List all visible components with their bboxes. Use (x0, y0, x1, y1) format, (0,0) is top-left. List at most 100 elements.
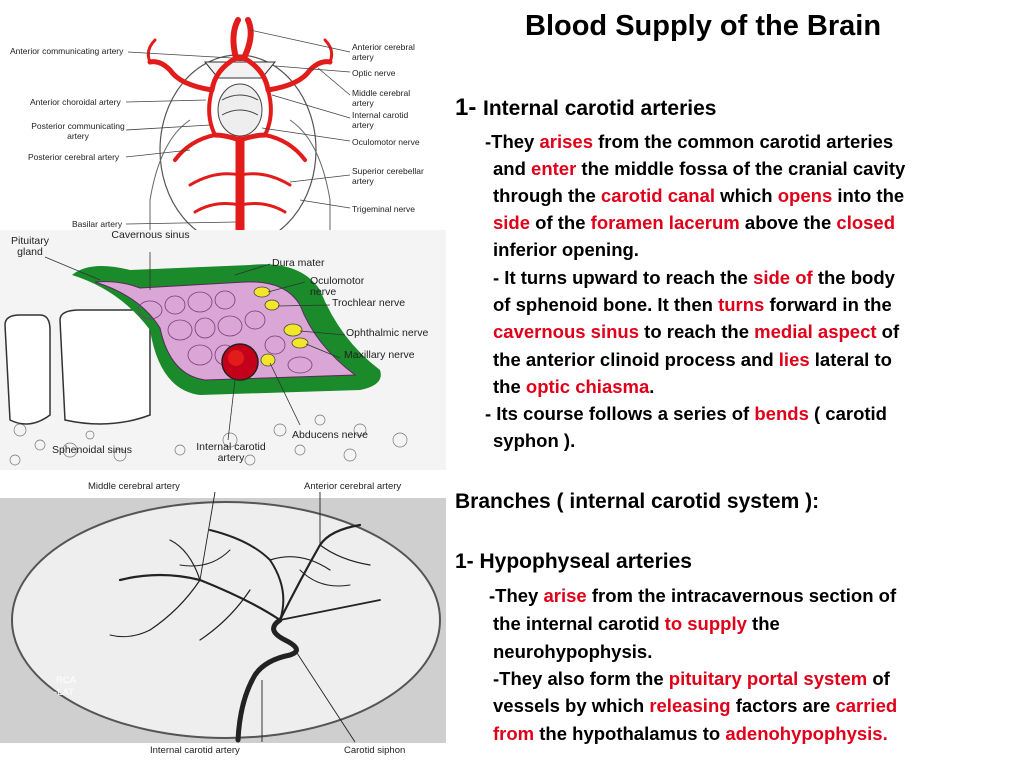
highlight: carotid canal (600, 185, 716, 206)
section-title: Internal carotid arteries (483, 97, 717, 120)
highlight: foramen lacerum (590, 212, 740, 233)
label-optic-nerve: Optic nerve (352, 68, 396, 78)
text-run: - Its course follows a series of (485, 403, 755, 424)
text-run: the (493, 376, 526, 397)
highlight: to supply (664, 613, 747, 634)
label-lat: -LAT (54, 687, 74, 698)
highlight: cavernous sinus (493, 321, 640, 342)
text-run: of (867, 668, 890, 689)
text-run: the internal carotid (493, 613, 665, 634)
text-run: which (715, 185, 778, 206)
text-line: side of the foramen lacerum above the cl… (493, 212, 895, 234)
label-cavernous-sinus: Cavernous sinus (111, 230, 190, 241)
text-line: and enter the middle fossa of the crania… (493, 158, 905, 180)
cavernous-sinus-figure: Pituitary gland Cavernous sinus Dura mat… (0, 230, 446, 470)
text-column: Blood Supply of the Brain 1- Internal ca… (455, 0, 1024, 768)
carotid-angiogram-figure: Middle cerebral artery Anterior cerebral… (0, 470, 446, 768)
text-line: syphon ). (493, 430, 576, 451)
text-line: -They also form the pituitary portal sys… (493, 668, 890, 690)
text-run: vessels by which (493, 695, 650, 716)
label-oculomotor-nerve: Oculomotor nerve (352, 137, 420, 147)
label-internal-carotid-artery: Internal carotid artery (150, 745, 240, 756)
highlight: side of (753, 267, 813, 288)
label-ophthalmic-nerve: Ophthalmic nerve (346, 327, 429, 339)
text-run: lateral to (809, 349, 892, 370)
highlight: opens (777, 185, 833, 206)
circle-of-willis-figure: Anterior communicating artery Anterior c… (0, 0, 446, 230)
text-run: from the intracavernous section of (586, 585, 897, 606)
cavernous-sinus-drawing (4, 252, 408, 466)
text-run: through the (493, 185, 601, 206)
text-run: the (746, 613, 780, 634)
text-run: into the (832, 185, 905, 206)
highlight: releasing (649, 695, 731, 716)
text-run: ( carotid (808, 403, 887, 424)
section-heading-hypophyseal: 1- Hypophyseal arteries (455, 550, 692, 573)
section-number: 1- (455, 94, 477, 121)
label-internal-carotid-artery: Internal carotid artery (352, 110, 409, 130)
label-trigeminal-nerve: Trigeminal nerve (352, 204, 415, 214)
text-line: the anterior clinoid process and lies la… (493, 349, 892, 371)
highlight: optic chiasma (525, 376, 650, 397)
text-run: -They (485, 131, 540, 152)
highlight: side (493, 212, 531, 233)
label-internal-carotid-artery: Internal carotid artery (196, 441, 266, 464)
text-line: from the hypothalamus to adenohypophysis… (493, 723, 888, 745)
label-maxillary-nerve: Maxillary nerve (344, 349, 415, 361)
highlight: turns (718, 294, 765, 315)
label-posterior-communicating-artery: Posterior communicating artery (31, 121, 125, 141)
label-anterior-communicating-artery: Anterior communicating artery (10, 46, 124, 56)
text-run: -They also form the (493, 668, 669, 689)
highlight: adenohypophysis. (725, 723, 888, 744)
label-middle-cerebral-artery: Middle cerebral artery (88, 481, 180, 492)
text-run: - It turns upward to reach the (493, 267, 754, 288)
text-run: factors are (730, 695, 836, 716)
highlight: arise (543, 585, 587, 606)
text-run: forward in the (764, 294, 892, 315)
text-line: - Its course follows a series of bends (… (485, 403, 887, 425)
text-run: . (649, 376, 655, 397)
text-line: vessels by which releasing factors are c… (493, 695, 897, 717)
text-line: - It turns upward to reach the side of t… (493, 267, 895, 289)
label-dura-mater: Dura mater (272, 257, 325, 269)
text-line: through the carotid canal which opens in… (493, 185, 904, 207)
text-run: the middle fossa of the cranial cavity (576, 158, 906, 179)
text-line: -They arise from the intracavernous sect… (489, 585, 896, 607)
section-heading-internal-carotid: 1- Internal carotid arteries (455, 94, 716, 122)
text-line: cavernous sinus to reach the medial aspe… (493, 321, 899, 343)
text-line: -They arises from the common carotid art… (485, 131, 893, 153)
text-line: the internal carotid to supply the (493, 613, 780, 635)
label-abducens-nerve: Abducens nerve (292, 429, 368, 441)
label-posterior-cerebral-artery: Posterior cerebral artery (28, 152, 120, 162)
text-run: of sphenoid bone. It then (493, 294, 719, 315)
text-run: the anterior clinoid process and (493, 349, 779, 370)
text-run: -They (489, 585, 544, 606)
text-run: and (493, 158, 532, 179)
highlight: lies (778, 349, 810, 370)
label-anterior-cerebral-artery: Anterior cerebral artery (304, 481, 402, 492)
highlight: closed (836, 212, 896, 233)
label-basilar-artery: Basilar artery (72, 219, 123, 229)
text-line: the optic chiasma. (493, 376, 654, 398)
highlight: from (493, 723, 535, 744)
label-sphenoidal-sinus: Sphenoidal sinus (52, 444, 132, 456)
angiogram-drawing (0, 491, 446, 768)
text-run: from the common carotid arteries (592, 131, 894, 152)
text-line: neurohypophysis. (493, 641, 653, 662)
highlight: carried (835, 695, 898, 716)
text-run: of (876, 321, 900, 342)
label-anterior-cerebral-artery: Anterior cerebral artery (352, 42, 415, 62)
highlight: medial aspect (754, 321, 877, 342)
text-run: the body (812, 267, 895, 288)
label-oculomotor-nerve: Oculomotor nerve (310, 275, 365, 298)
highlight: pituitary portal system (668, 668, 868, 689)
text-line: of sphenoid bone. It then turns forward … (493, 294, 892, 316)
text-line: inferior opening. (493, 239, 639, 260)
label-superior-cerebellar-artery: Superior cerebellar artery (352, 166, 424, 186)
page-title: Blood Supply of the Brain (525, 10, 882, 42)
highlight: arises (539, 131, 593, 152)
label-pituitary-gland: Pituitary gland (11, 235, 49, 258)
text-run: above the (739, 212, 837, 233)
text-run: the hypothalamus to (534, 723, 726, 744)
label-trochlear-nerve: Trochlear nerve (332, 297, 406, 309)
